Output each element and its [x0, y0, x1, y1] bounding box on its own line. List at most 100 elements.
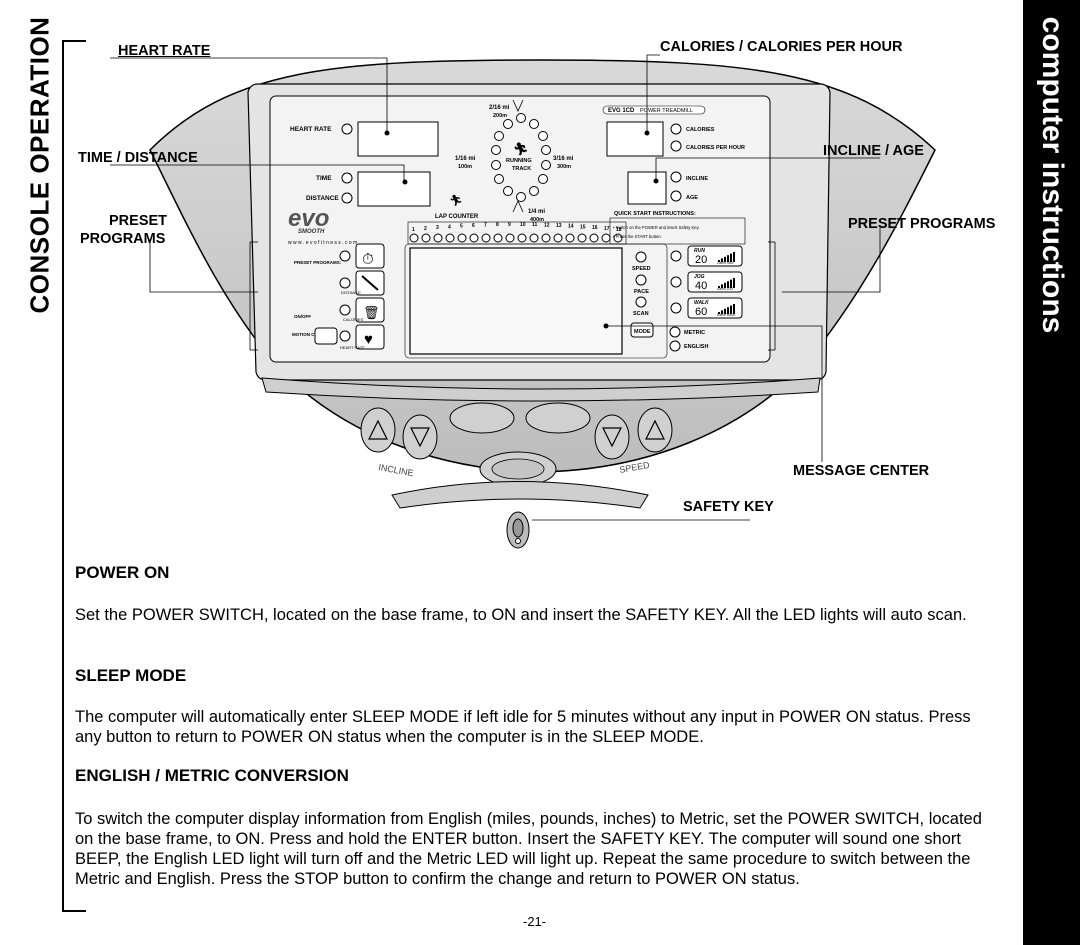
calories-button: [355, 297, 385, 323]
distance-led: [341, 192, 353, 204]
brand-url: w w w . e v o f i t n e s s . c o m: [288, 240, 357, 246]
model-suffix: POWER TREADMILL: [640, 108, 693, 114]
lap-number: 3: [436, 225, 439, 231]
section-body-power-on: Set the POWER SWITCH, located on the bas…: [75, 606, 967, 624]
preset-led-heartrate: [339, 330, 351, 342]
lap-led: [469, 233, 479, 243]
program-value: 20: [695, 254, 707, 266]
mode-button-label: MODE: [634, 329, 651, 335]
track-bottom-metric: 400m: [530, 217, 544, 223]
pace-led: [635, 274, 647, 286]
program-bar: [721, 310, 723, 314]
program-bar: [730, 253, 732, 262]
lap-led: [409, 233, 419, 243]
lap-number: 16: [592, 225, 598, 231]
heart-rate-label: HEART RATE: [290, 126, 332, 133]
preset-led-distance: [339, 277, 351, 289]
lap-led: [541, 233, 551, 243]
incline-led: [670, 171, 682, 183]
running-track: [491, 99, 551, 213]
lap-number: 5: [460, 224, 463, 230]
program-bar: [730, 305, 732, 314]
callout-preset-line2: PROGRAMS: [80, 231, 166, 247]
lap-number: 10: [520, 222, 526, 228]
distance-label: DISTANCE: [306, 195, 339, 202]
heart-rate-button: [355, 324, 385, 350]
callout-incline-age: INCLINE / AGE: [823, 143, 924, 159]
program-bar: [718, 286, 720, 288]
lap-number: 12: [544, 223, 550, 229]
lap-number: 7: [484, 223, 487, 229]
callout-heart-rate: HEART RATE: [118, 43, 211, 59]
preset-programs-label: PRESET PROGRAMS:: [294, 260, 342, 265]
program-bar: [724, 282, 726, 288]
callout-safety-key: SAFETY KEY: [683, 499, 774, 515]
program-bar: [721, 258, 723, 262]
callout-preset-line1: PRESET: [109, 213, 168, 229]
program-bar: [727, 255, 729, 262]
calories-btn-label: CALORIES: [343, 317, 364, 322]
incline-down-button: [402, 414, 438, 460]
lap-led: [613, 233, 623, 243]
metric-label: METRIC: [684, 330, 705, 336]
time-label: TIME: [316, 175, 332, 182]
program-bar: [718, 260, 720, 262]
lap-number: 1: [412, 227, 415, 233]
program-led: [670, 302, 682, 314]
lap-number: 9: [508, 222, 511, 228]
program-desc: 40min JOG: [717, 287, 734, 291]
quick-start-1: • Switch on the POWER and insert Safety …: [613, 225, 700, 230]
callout-calories: CALORIES / CALORIES PER HOUR: [660, 39, 903, 55]
program-bar: [724, 256, 726, 262]
lap-led: [421, 233, 431, 243]
lap-number: 8: [496, 222, 499, 228]
calories-per-hour-led: [670, 140, 682, 152]
incline-arc-label: INCLINE: [378, 462, 415, 478]
time-led: [341, 172, 353, 184]
program-bar: [730, 279, 732, 288]
preset-led-time: [339, 250, 351, 262]
program-value: 60: [695, 306, 707, 318]
side-tab: computer instructions: [1023, 0, 1080, 945]
program-name: RUN: [694, 248, 705, 254]
lap-led: [589, 233, 599, 243]
side-bracket: [62, 40, 86, 912]
heart-rate-led: [341, 123, 353, 135]
lap-number: 17: [604, 226, 610, 232]
console-diagram: HEART RATE TIME DISTANCE 2/16 mi 200m 1/…: [110, 54, 936, 549]
calories-led: [670, 123, 682, 135]
svg-text:♥: ♥: [364, 331, 373, 348]
svg-text:🗑: 🗑: [363, 305, 380, 320]
program-bar: [727, 307, 729, 314]
model-badge: [602, 105, 706, 115]
track-top-metric: 200m: [493, 113, 507, 119]
section-heading-sleep-mode: SLEEP MODE: [75, 666, 187, 685]
time-distance-window: [357, 171, 431, 207]
side-tab-text: computer instructions: [1035, 16, 1069, 334]
lap-number: 13: [556, 223, 562, 229]
time-button[interactable]: [355, 243, 385, 269]
lap-number: 18: [616, 227, 622, 233]
lap-led: [529, 233, 539, 243]
program-value: 40: [695, 280, 707, 292]
motion-control-button: [314, 327, 338, 345]
section-body-metric-conversion: To switch the computer display informati…: [75, 810, 982, 888]
program-desc: 60min WALK: [717, 313, 736, 317]
model-name: EVG 1CD: [608, 108, 635, 114]
incline-up-button: [360, 407, 396, 453]
preset-led-calories: [339, 304, 351, 316]
lap-led: [565, 233, 575, 243]
calories-window: [606, 121, 664, 157]
program-bar: [733, 304, 735, 314]
program-bar: [733, 252, 735, 262]
quick-start-title: QUICK START INSTRUCTIONS:: [614, 211, 696, 217]
running-track-label-2: TRACK: [512, 166, 531, 172]
callout-message-center: MESSAGE CENTER: [793, 463, 930, 479]
brand-logo: evo: [288, 205, 329, 232]
english-led: [669, 340, 681, 352]
incline-label: INCLINE: [686, 176, 708, 182]
svg-text:⏱: ⏱: [362, 251, 374, 268]
track-bottom: 1/4 mi: [528, 209, 545, 215]
program-bar: [721, 284, 723, 288]
